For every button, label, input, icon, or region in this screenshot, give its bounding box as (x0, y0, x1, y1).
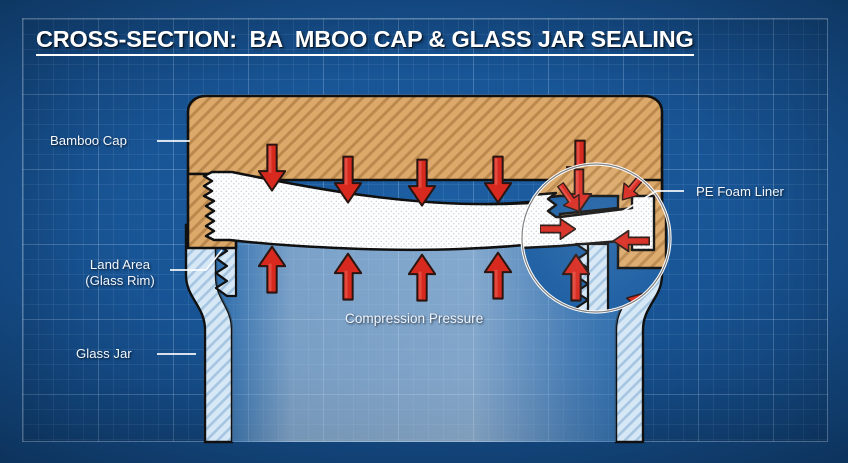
label-compression-pressure: Compression Pressure (345, 311, 484, 326)
detail-callout-circle (520, 162, 672, 314)
page-title: CROSS-SECTION: BA MBOO CAP & GLASS JAR S… (36, 26, 694, 57)
label-land-area-line1: Land Area (89, 257, 151, 272)
label-land-area-line2: (Glass Rim) (85, 273, 155, 288)
label-bamboo-cap: Bamboo Cap (50, 133, 127, 148)
glass-jar-body (184, 223, 664, 444)
label-pe-foam-liner: PE Foam Liner (696, 184, 784, 199)
title-block: CROSS-SECTION: BA MBOO CAP & GLASS JAR S… (36, 26, 694, 57)
label-glass-jar: Glass Jar (76, 346, 132, 361)
